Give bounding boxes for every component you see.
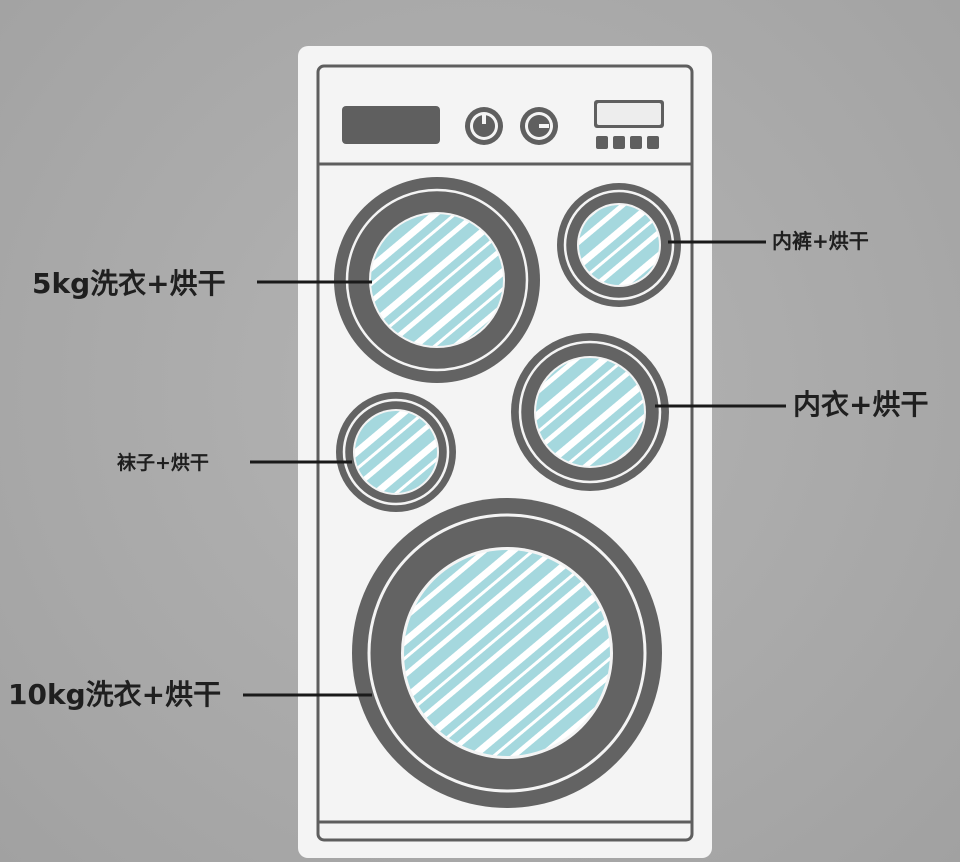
label-underwear-dry: 内衣+烘干 xyxy=(793,388,929,421)
drum-underwear xyxy=(511,333,669,491)
drum-5kg xyxy=(334,177,540,383)
label-socks-dry: 袜子+烘干 xyxy=(117,452,209,474)
label-underpants-dry: 内裤+烘干 xyxy=(772,229,869,253)
display-screen xyxy=(594,100,664,128)
detergent-drawer xyxy=(342,106,440,144)
drum-socks xyxy=(336,392,456,512)
right-dial-icon xyxy=(520,107,558,145)
drum-underpants xyxy=(557,183,681,307)
label-5kg-wash-dry: 5kg洗衣+烘干 xyxy=(32,267,226,300)
label-10kg-wash-dry: 10kg洗衣+烘干 xyxy=(8,678,222,711)
drum-10kg xyxy=(352,498,662,808)
left-dial-icon xyxy=(465,107,503,145)
leader-lines xyxy=(243,240,786,697)
control-panel xyxy=(342,100,664,149)
panel-buttons xyxy=(596,136,659,149)
